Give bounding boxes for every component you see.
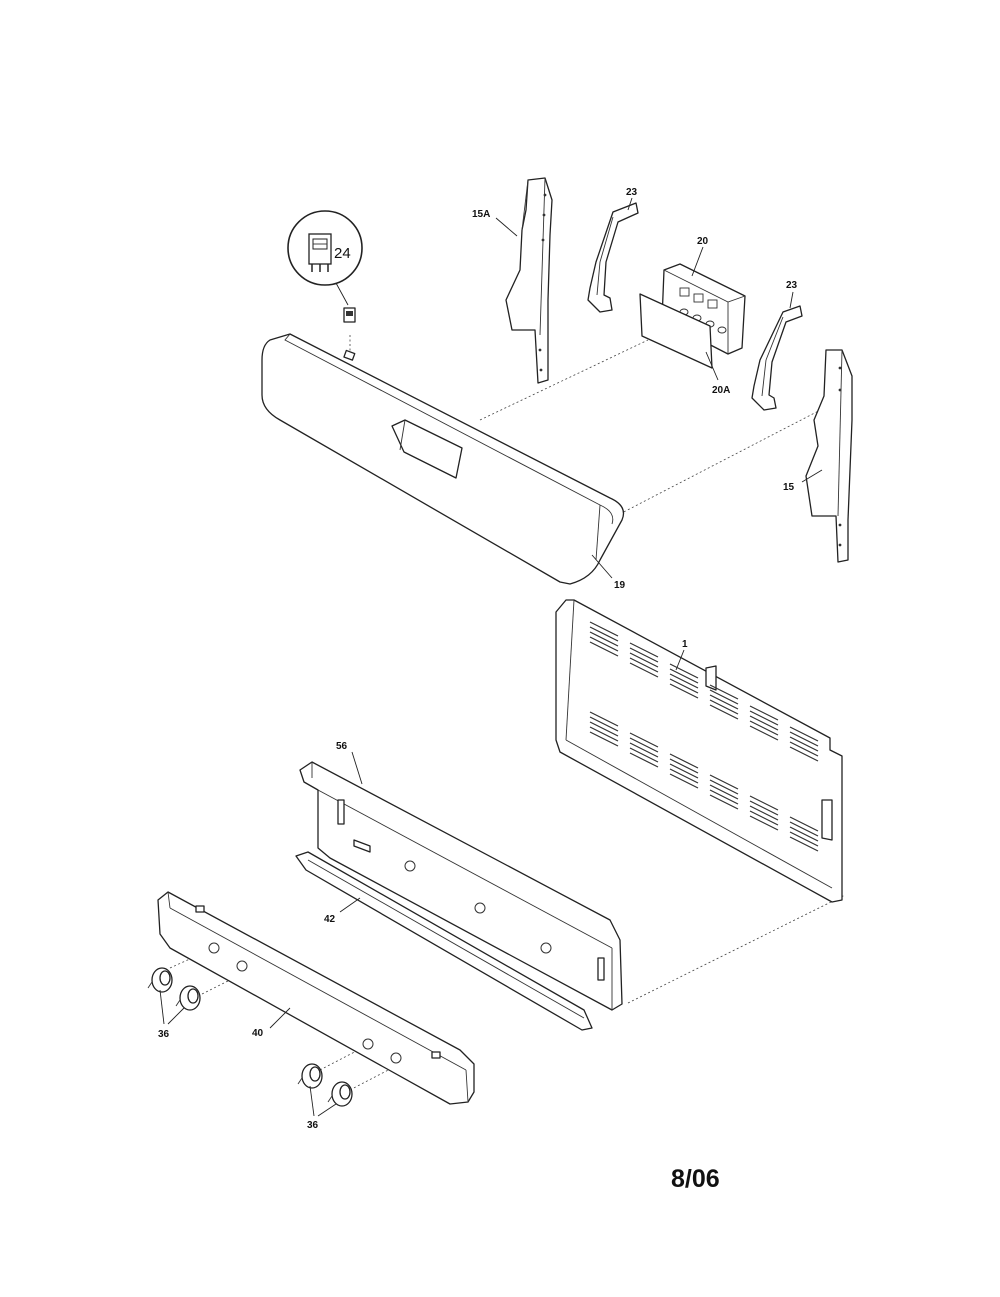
vent-slot <box>629 662 659 678</box>
vent-slot <box>709 779 739 795</box>
label-42: 42 <box>324 914 336 925</box>
vent-slot <box>669 683 699 699</box>
vent-slot <box>669 763 699 779</box>
part-23-strap-lower <box>751 291 803 411</box>
vent-slot <box>669 673 699 689</box>
vent-slot <box>789 821 819 837</box>
vent-slot <box>629 642 659 658</box>
vent-slot <box>589 631 619 647</box>
vent-slot <box>709 789 739 805</box>
vent-slot <box>749 725 779 741</box>
vent-slot <box>589 716 619 732</box>
vent-slot <box>629 657 659 673</box>
vent-slot <box>709 784 739 800</box>
vent-slot <box>749 720 779 736</box>
vent-slot <box>789 826 819 842</box>
vent-slot <box>749 805 779 821</box>
vent-slot <box>669 758 699 774</box>
vent-slot <box>709 704 739 720</box>
revision-date: 8/06 <box>671 1165 720 1193</box>
vent-slot <box>709 794 739 810</box>
vent-slot <box>589 641 619 657</box>
vent-slot <box>789 816 819 832</box>
vent-slot <box>669 663 699 679</box>
vent-slot <box>669 753 699 769</box>
part-15a-side-bracket <box>495 177 553 384</box>
vent-slot <box>629 752 659 768</box>
vent-slot <box>749 810 779 826</box>
label-36-left: 36 <box>158 1029 170 1040</box>
vent-slot <box>709 694 739 710</box>
vent-slot <box>589 621 619 637</box>
label-23-lower: 23 <box>786 280 798 291</box>
vent-slot <box>789 836 819 852</box>
vent-slot <box>629 742 659 758</box>
label-15a: 15A <box>472 209 490 220</box>
part-1-rear-panel <box>555 599 843 903</box>
vent-slot <box>629 647 659 663</box>
label-40: 40 <box>252 1028 264 1039</box>
part-19-control-panel <box>261 333 625 585</box>
vent-slot <box>629 747 659 763</box>
vent-slot <box>789 746 819 762</box>
vent-slot <box>669 668 699 684</box>
label-19: 19 <box>614 580 626 591</box>
knob-2 <box>175 985 201 1011</box>
vent-slot <box>589 721 619 737</box>
vent-slot <box>629 652 659 668</box>
vent-slot <box>749 800 779 816</box>
knob-1 <box>147 967 173 993</box>
part-42-trim-strip <box>295 851 593 1031</box>
vent-slots <box>589 621 819 852</box>
label-56: 56 <box>336 741 348 752</box>
label-23-upper: 23 <box>626 187 638 198</box>
vent-slot <box>589 731 619 747</box>
knob-3 <box>297 1063 323 1089</box>
vent-slot <box>669 678 699 694</box>
part-56-manifold-panel <box>299 751 623 1011</box>
label-24: 24 <box>334 245 351 262</box>
part-15-side-bracket <box>801 349 853 563</box>
vent-slot <box>709 699 739 715</box>
label-1: 1 <box>682 639 688 650</box>
part-24-switch <box>287 210 363 323</box>
part-23-strap-upper <box>587 197 639 313</box>
vent-slot <box>749 705 779 721</box>
vent-slot <box>589 636 619 652</box>
part-20a-overlay <box>639 293 719 381</box>
vent-slot <box>789 831 819 847</box>
vent-slot <box>749 710 779 726</box>
vent-slot <box>709 684 739 700</box>
vent-slot <box>629 737 659 753</box>
vent-slot <box>589 626 619 642</box>
part-36-knobs <box>147 967 353 1117</box>
vent-slot <box>589 711 619 727</box>
label-15: 15 <box>783 482 795 493</box>
vent-slot <box>669 768 699 784</box>
vent-slot <box>789 736 819 752</box>
vent-slot <box>589 726 619 742</box>
part-40-manifold-cover <box>157 891 475 1105</box>
vent-slot <box>709 774 739 790</box>
label-36-right: 36 <box>307 1120 319 1131</box>
vent-slot <box>789 726 819 742</box>
vent-slot <box>669 773 699 789</box>
vent-slot <box>749 815 779 831</box>
vent-slot <box>789 741 819 757</box>
vent-slot <box>629 732 659 748</box>
label-20: 20 <box>697 236 709 247</box>
vent-slot <box>749 795 779 811</box>
knob-4 <box>327 1081 353 1107</box>
vent-slot <box>709 689 739 705</box>
label-20a: 20A <box>712 385 730 396</box>
vent-slot <box>789 731 819 747</box>
vent-slot <box>749 715 779 731</box>
